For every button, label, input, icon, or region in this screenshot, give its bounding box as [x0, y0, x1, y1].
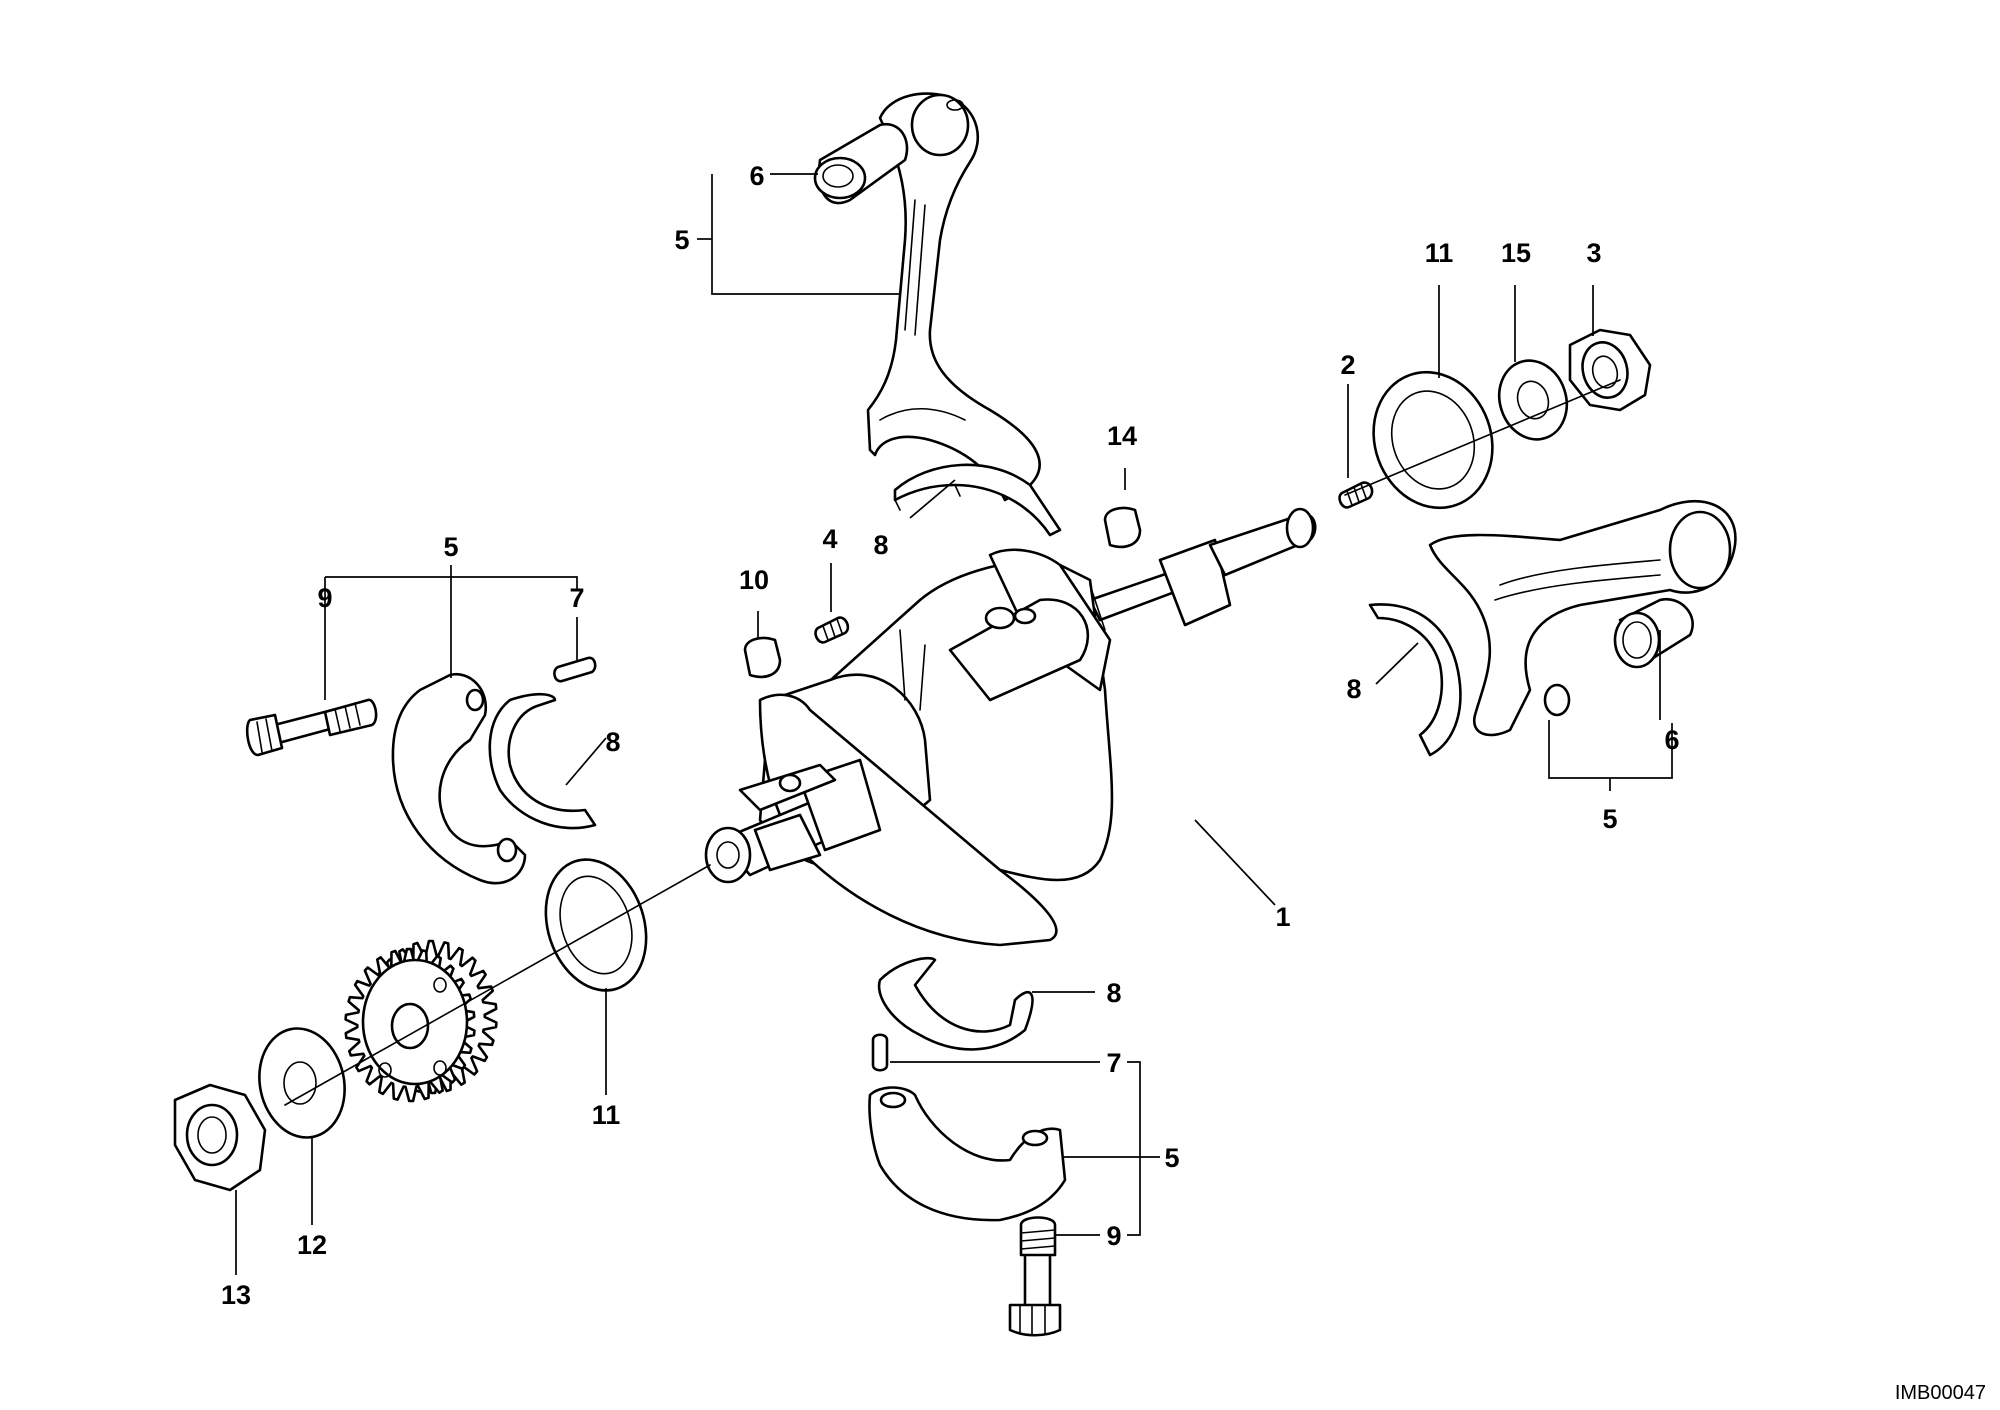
callout-8-left: 8 — [605, 727, 620, 757]
bearing-shell-left — [488, 692, 597, 830]
washer-15 — [1497, 359, 1569, 441]
bearing-shell-right — [1368, 603, 1462, 757]
callout-6-top: 6 — [749, 161, 764, 191]
timing-gear — [344, 939, 498, 1103]
thrust-washer-11-left — [544, 858, 648, 992]
callout-7-left: 7 — [569, 583, 584, 613]
axis-line-right — [1344, 379, 1621, 496]
bolt-9-bottom — [1008, 1216, 1062, 1337]
callout-2: 2 — [1340, 350, 1355, 380]
small-end-bush-top — [813, 122, 909, 205]
leader-lines — [235, 173, 1673, 1275]
callout-9-bottom: 9 — [1106, 1221, 1121, 1251]
callout-10: 10 — [739, 565, 769, 595]
callout-11-right: 11 — [1425, 238, 1454, 268]
thrust-washer-11-right — [1372, 370, 1494, 510]
callout-4: 4 — [822, 524, 837, 554]
woodruff-key-14 — [1103, 506, 1142, 549]
bolt-9-left — [245, 698, 378, 757]
bearing-shell-top — [893, 463, 1062, 537]
callout-5-top: 5 — [674, 225, 689, 255]
connecting-rod-top — [866, 92, 1041, 502]
nut-3 — [1568, 328, 1652, 412]
bearing-shell-bottom — [877, 956, 1034, 1051]
dowel-7-left — [553, 656, 597, 683]
callout-5-right: 5 — [1602, 804, 1617, 834]
callout-8-right: 8 — [1346, 674, 1361, 704]
callouts: 6 5 8 14 4 10 2 11 15 3 8 6 5 1 5 9 7 8 … — [221, 161, 1680, 1310]
small-end-bush-right — [1613, 597, 1694, 669]
grub-screw-2 — [1338, 481, 1374, 509]
drawing-reference-code: IMB00047 — [1895, 1382, 1986, 1404]
bearing-cap-left — [391, 672, 527, 885]
callout-3: 3 — [1586, 238, 1601, 268]
grub-screw-4 — [814, 616, 850, 644]
callout-14: 14 — [1107, 421, 1137, 451]
callout-13: 13 — [221, 1280, 251, 1310]
connecting-rod-right — [1428, 499, 1737, 737]
callout-15: 15 — [1501, 238, 1531, 268]
dowel-7-bottom — [871, 1033, 889, 1072]
callout-1: 1 — [1275, 902, 1290, 932]
callout-5-left: 5 — [443, 532, 458, 562]
axis-line-left — [284, 864, 711, 1106]
crankshaft — [704, 507, 1317, 947]
nut-13 — [173, 1083, 267, 1192]
callout-6-right: 6 — [1664, 725, 1679, 755]
callout-5-bottom: 5 — [1164, 1143, 1179, 1173]
callout-12: 12 — [297, 1230, 327, 1260]
callout-7-bottom: 7 — [1106, 1048, 1121, 1078]
callout-8-top: 8 — [873, 530, 888, 560]
woodruff-key-10 — [743, 636, 782, 679]
callout-9-left: 9 — [317, 583, 332, 613]
callout-8-bottom: 8 — [1106, 978, 1121, 1008]
callout-11-left: 11 — [592, 1100, 621, 1130]
washer-12 — [258, 1027, 346, 1139]
bearing-cap-bottom — [868, 1086, 1067, 1222]
